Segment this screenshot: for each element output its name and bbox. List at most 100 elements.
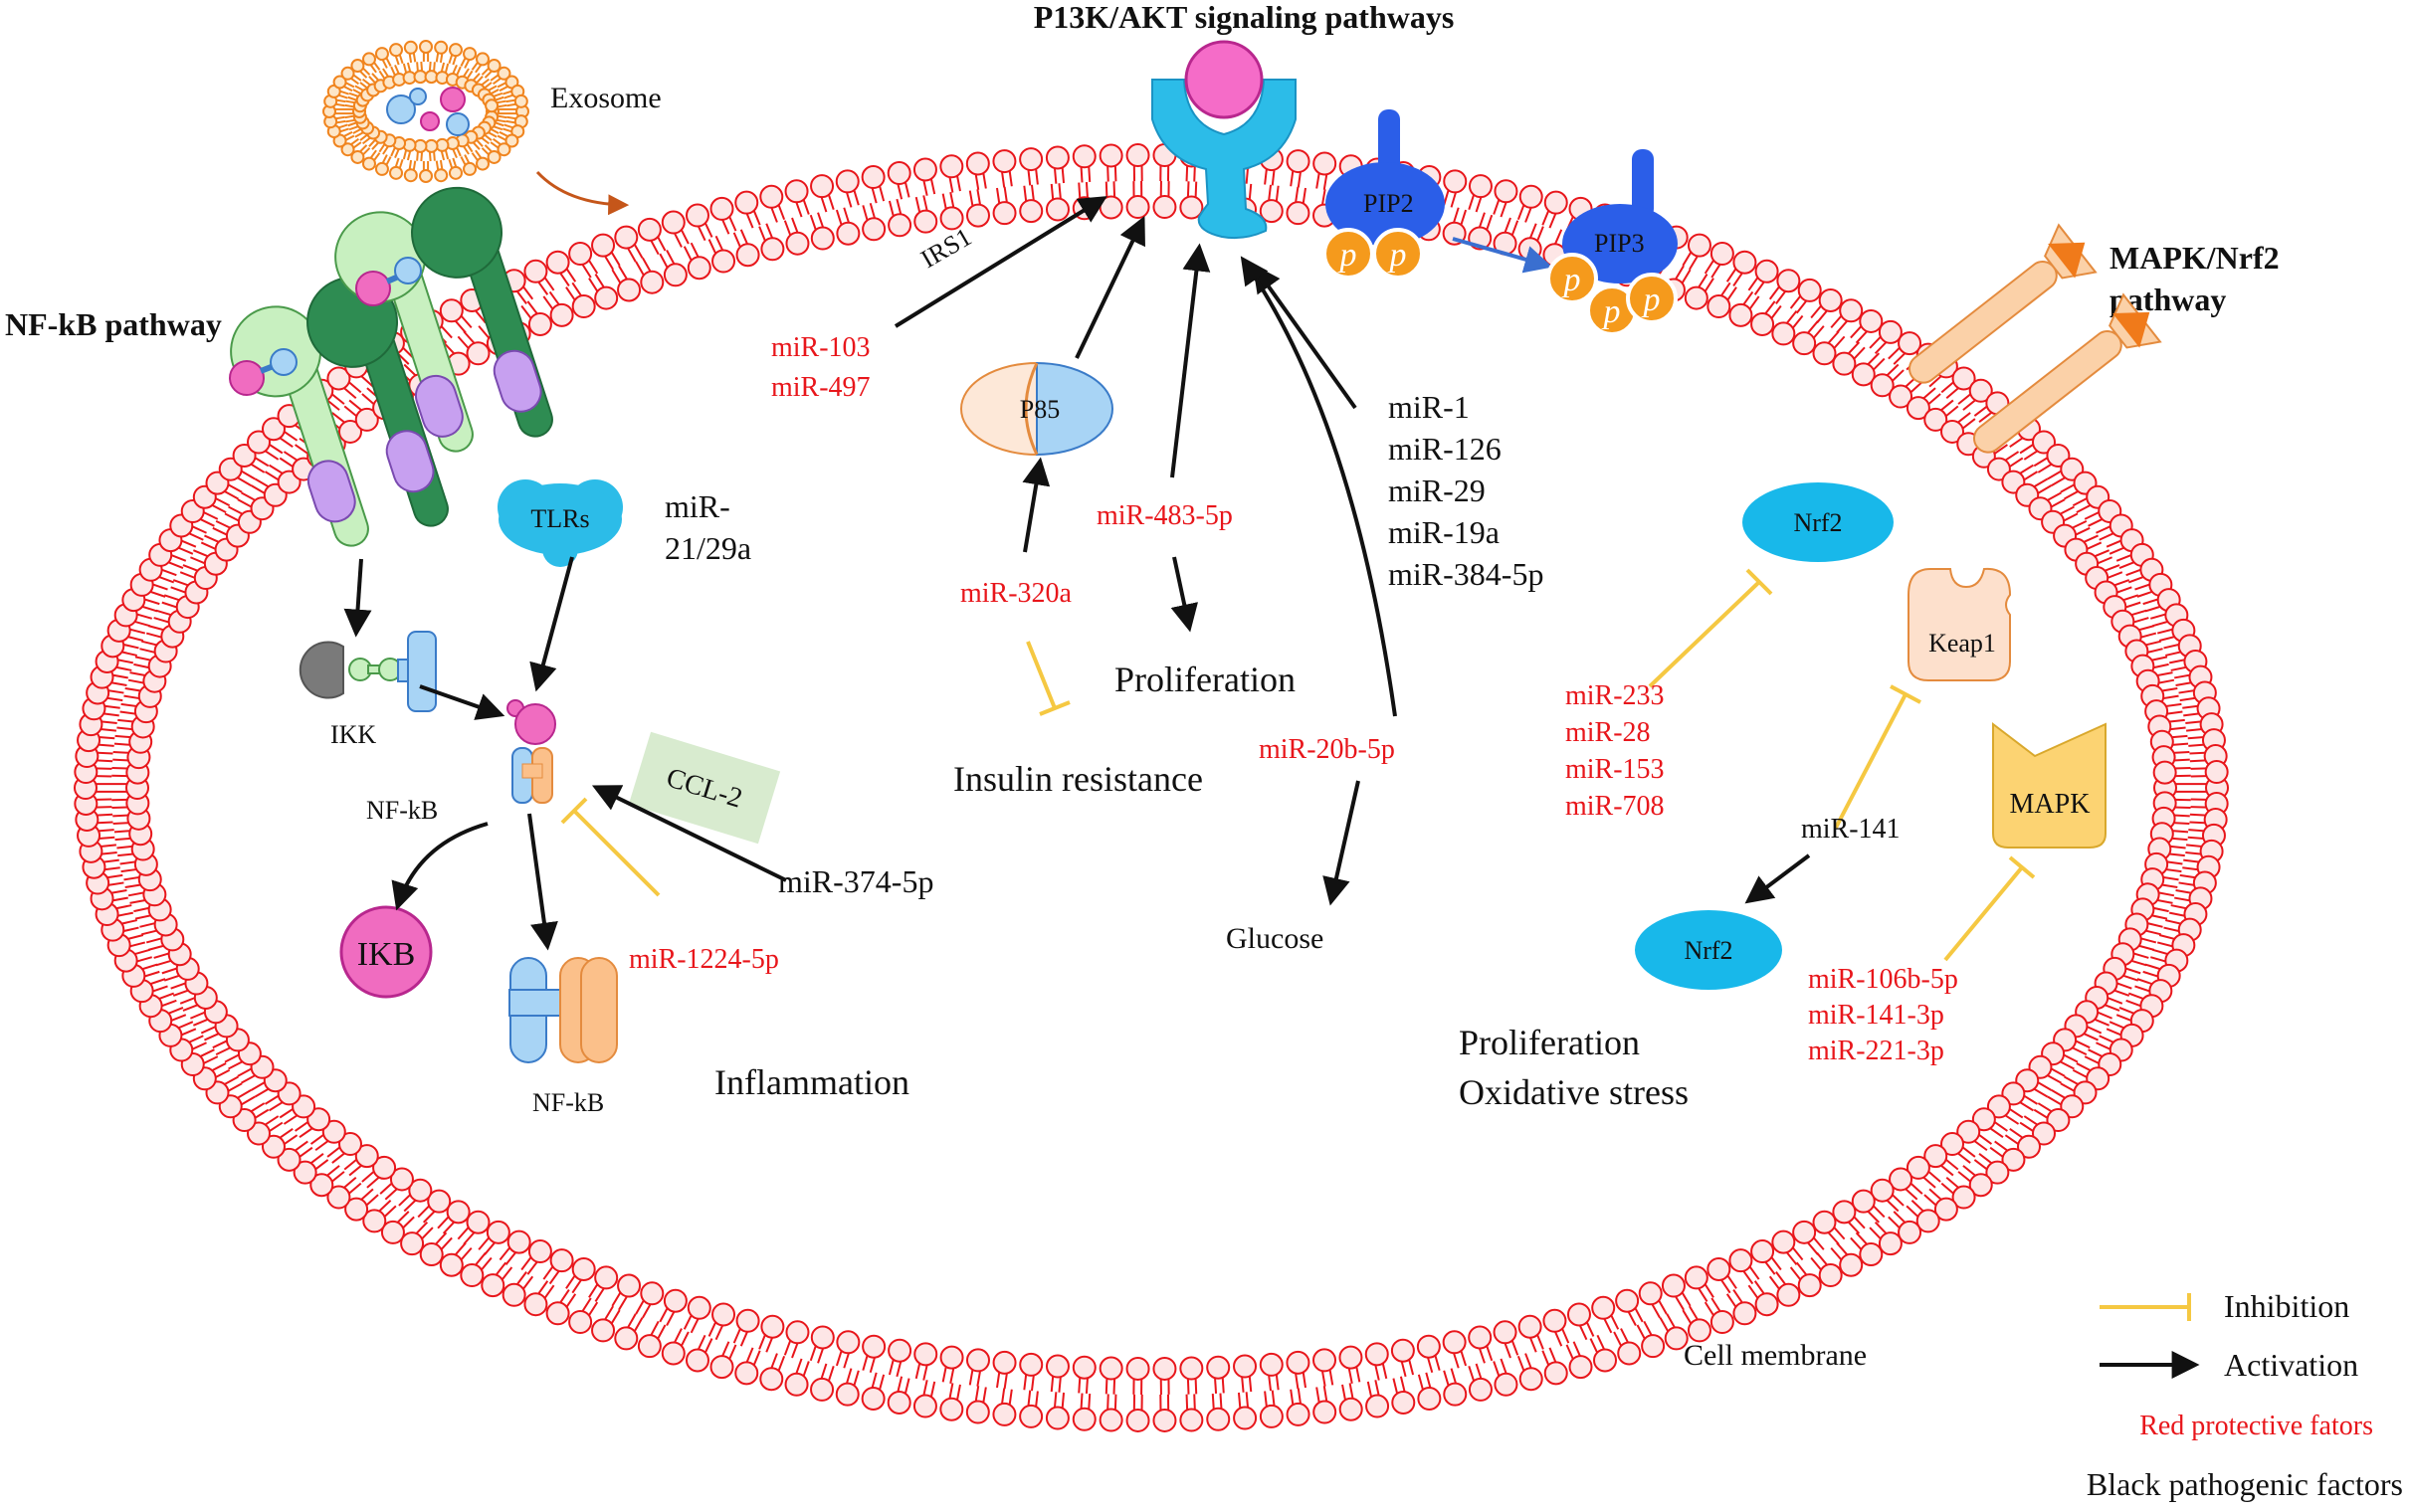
p85: P85 — [961, 363, 1112, 455]
inhibit-mir1224-nfkb — [562, 799, 659, 895]
cell-membrane-lipid-head — [1594, 1349, 1616, 1371]
cell-membrane-lipid-head — [1495, 1321, 1516, 1343]
cell-membrane-lipid-head — [1833, 353, 1855, 375]
cell-membrane-lipid-head — [615, 227, 637, 249]
cell-membrane-lipid-head — [1261, 1354, 1283, 1376]
cell-membrane-lipid-head — [592, 235, 614, 257]
cell-membrane-lipid-head — [1127, 1410, 1149, 1431]
exosome — [323, 41, 528, 182]
cell-membrane-lipid-head — [710, 198, 732, 220]
mapk-mirna-3: miR-221-3p — [1808, 1036, 1944, 1066]
cell-membrane-lipid-head — [1101, 1358, 1122, 1380]
cell-membrane-lipid-head — [1101, 196, 1122, 218]
cell-membrane-lipid-head — [1707, 295, 1729, 317]
black-mirna-5: miR-384-5p — [1388, 556, 1543, 592]
arrow-to-proliferation — [1174, 557, 1189, 627]
cell-membrane-lipid-head — [863, 218, 885, 240]
legend-red-note: Red protective fators — [2139, 1411, 2373, 1441]
cell-membrane-lipid-head — [1840, 1254, 1862, 1276]
cell-membrane-lipid-head — [837, 1384, 859, 1406]
cell-membrane-lipid-head — [1469, 1326, 1491, 1348]
cell-membrane-lipid-head — [837, 223, 859, 245]
exosome-lipid-head — [390, 167, 402, 179]
pip2-phosphate-1-label: p — [1338, 237, 1357, 274]
cell-membrane-lipid-head — [1366, 1396, 1388, 1418]
cell-membrane-lipid-head — [595, 1266, 617, 1288]
cell-membrane-lipid-head — [448, 1201, 470, 1223]
cell-membrane-lipid-head — [1813, 342, 1835, 364]
cell-membrane-lipid-head — [1047, 1356, 1069, 1378]
exosome-lipid-head — [351, 60, 363, 72]
cell-membrane-lipid-head — [1729, 1249, 1751, 1271]
cell-membrane-lipid-head — [1020, 148, 1042, 170]
inhibit-mir320a-insulin — [1028, 642, 1070, 714]
cell-membrane-lipid-head — [994, 1352, 1016, 1374]
cell-membrane-lipid-head — [786, 1321, 808, 1343]
cell-membrane-lipid-head — [863, 1336, 885, 1358]
cell-membrane-lipid-head — [889, 162, 910, 184]
cell-membrane-lipid-head — [1339, 1347, 1361, 1369]
cell-membrane-lipid-head — [1074, 145, 1096, 167]
cell-membrane-lipid-head — [1545, 1362, 1567, 1384]
cell-membrane-lipid-head — [1287, 1352, 1308, 1374]
cell-membrane-lipid-head — [524, 261, 546, 283]
cell-membrane-lipid-head — [663, 212, 685, 234]
pip3-phosphate-1-label: p — [1562, 262, 1581, 298]
cell-membrane-label: Cell membrane — [1684, 1339, 1867, 1372]
cell-membrane-lipid-head — [482, 1274, 503, 1296]
cell-membrane-lipid-head — [2154, 762, 2176, 784]
cell-membrane-lipid-head — [760, 1368, 782, 1390]
cell-membrane-lipid-head — [1820, 1264, 1842, 1286]
pip3-phosphate-3-label: p — [1642, 282, 1661, 318]
cell-membrane-lipid-head — [1047, 1408, 1069, 1429]
exosome-entry-arrow — [537, 172, 625, 205]
cell-membrane-lipid-head — [639, 219, 661, 241]
arrow-mir320a-to-p85 — [1025, 463, 1040, 552]
black-mirna-2: miR-126 — [1388, 431, 1502, 467]
cell-membrane-lipid-head — [1520, 186, 1542, 208]
nrf2-top-label: Nrf2 — [1793, 508, 1842, 537]
cell-membrane-lipid-head — [1711, 1311, 1733, 1333]
exosome-lipid-head — [376, 163, 388, 175]
cell-membrane-lipid-head — [1313, 152, 1335, 174]
cell-membrane-lipid-head — [1313, 1349, 1335, 1371]
cell-membrane-lipid-head — [786, 180, 808, 202]
exosome-label: Exosome — [550, 82, 662, 114]
outcome-oxidative-stress: Oxidative stress — [1459, 1072, 1689, 1112]
outcome-insulin-resistance: Insulin resistance — [953, 759, 1203, 799]
pip3-complex: PIP3 p p p — [1548, 149, 1678, 334]
mir103-label: miR-103 — [771, 332, 871, 363]
outcome-glucose: Glucose — [1226, 922, 1323, 955]
cell-membrane-lipid-head — [1686, 287, 1707, 309]
cell-membrane-lipid-head — [1418, 1388, 1440, 1410]
cell-membrane-lipid-head — [1733, 252, 1755, 274]
arrow-mir20b-to-receptor — [1244, 261, 1395, 716]
cell-membrane-lipid-head — [1444, 1331, 1466, 1353]
cell-membrane-lipid-head — [665, 264, 687, 285]
legend-activation-label: Activation — [2224, 1347, 2358, 1383]
cell-membrane-lipid-head — [1101, 144, 1122, 166]
cell-membrane-lipid-head — [573, 1258, 595, 1280]
cell-membrane-lipid-head — [1234, 1356, 1256, 1378]
cell-membrane-lipid-head — [760, 186, 782, 208]
mapk-mirna-2: miR-141-3p — [1808, 1000, 1944, 1031]
legend-inhibition-symbol — [2100, 1293, 2189, 1321]
exosome-cargo-3 — [441, 88, 465, 111]
cell-membrane-lipid-head — [1860, 1243, 1882, 1265]
cell-membrane-lipid-head — [1340, 1399, 1362, 1420]
cell-membrane-lipid-head — [1880, 1232, 1902, 1254]
mapk-mirna-1: miR-106b-5p — [1808, 964, 1958, 995]
cell-membrane-lipid-head — [889, 214, 910, 236]
cell-membrane-lipid-head — [812, 1326, 834, 1348]
mapk-mirna-group: miR-106b-5p miR-141-3p miR-221-3p — [1808, 964, 1958, 1066]
cell-membrane-lipid-head — [1733, 1302, 1755, 1324]
exosome-lipid-head — [477, 53, 489, 65]
cell-membrane-lipid-head — [1799, 280, 1821, 301]
exosome-lipid-head — [477, 158, 489, 170]
cell-membrane-lipid-head — [687, 205, 708, 227]
cell-membrane-lipid-head — [1020, 200, 1042, 222]
cell-membrane-lipid-head — [1820, 289, 1842, 311]
cell-membrane-lipid-head — [618, 279, 640, 300]
cell-membrane-lipid-head — [967, 1349, 989, 1371]
tlrs: TLRs — [498, 479, 623, 567]
